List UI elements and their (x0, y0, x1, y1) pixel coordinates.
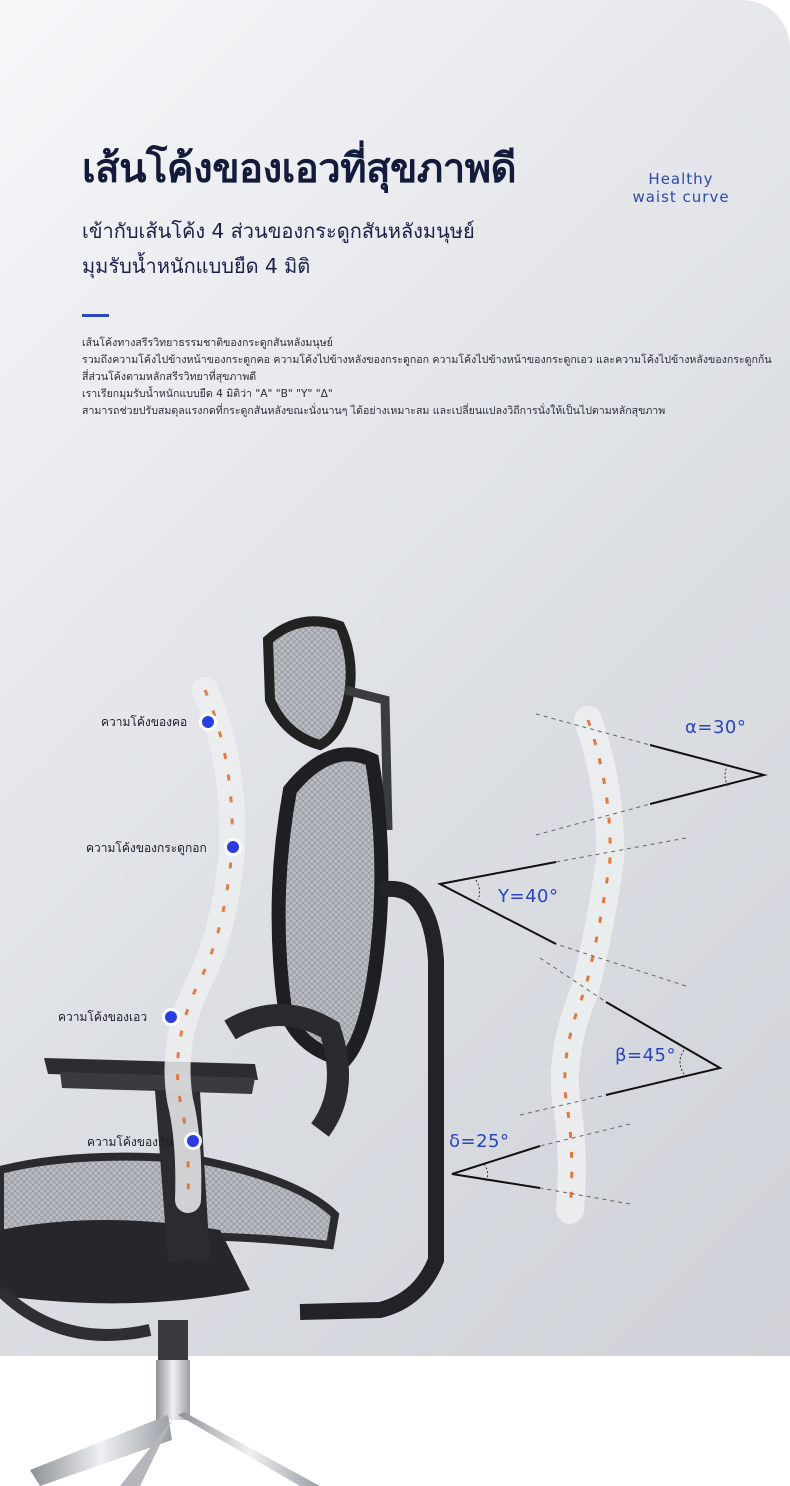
english-tag-line1: Healthy (648, 170, 714, 188)
subtitle-line1: เข้ากับเส้นโค้ง 4 ส่วนของกระดูกสันหลังมน… (82, 219, 475, 243)
description-line2: รวมถึงความโค้งไปข้างหน้าของกระดูกคอ ความ… (82, 354, 772, 366)
label-chest-curve: ความโค้งของกระดูกอก (86, 841, 207, 855)
headrest (262, 616, 393, 831)
subtitle: เข้ากับเส้นโค้ง 4 ส่วนของกระดูกสันหลังมน… (82, 214, 475, 284)
accent-bar (82, 314, 109, 317)
left-spine (164, 677, 246, 1213)
angle-alpha-wedge (535, 713, 768, 836)
angle-gamma-label: Y=40° (498, 886, 559, 907)
floor-area (0, 1356, 790, 1486)
english-tag-line2: waist curve (632, 188, 730, 206)
label-neck-curve: ความโค้งของคอ (101, 715, 188, 729)
chair-base (30, 1320, 320, 1486)
description: เส้นโค้งทางสรีรวิทยาธรรมชาติของกระดูกสัน… (82, 335, 782, 420)
marker-dot-neck (199, 713, 217, 731)
marker-dot-chest (224, 838, 242, 856)
angle-beta-wedge (519, 957, 723, 1116)
angle-delta-wedge (451, 1123, 631, 1205)
marker-dot-waist (162, 1008, 180, 1026)
description-line1: เส้นโค้งทางสรีรวิทยาธรรมชาติของกระดูกสัน… (82, 337, 333, 349)
subtitle-line2: มุมรับน้ำหนักแบบยืด 4 มิติ (82, 254, 311, 278)
background-panel (0, 0, 790, 1356)
label-waist-curve: ความโค้งของเอว (58, 1010, 148, 1024)
description-line3: สี่ส่วนโค้งตามหลักสรีรวิทยาที่สุขภาพดี (82, 371, 257, 383)
description-line5: สามารถช่วยปรับสมดุลแรงกดที่กระดูกสันหลัง… (82, 405, 666, 417)
angle-delta-label: δ=25° (449, 1131, 510, 1152)
angle-beta-label: β=45° (615, 1045, 676, 1066)
marker-dot-hip (184, 1132, 202, 1150)
english-tag: Healthy waist curve (620, 170, 742, 206)
angle-alpha-label: α=30° (685, 717, 747, 738)
label-hip-curve: ความโค้งของก้น (87, 1135, 174, 1149)
page-title: เส้นโค้งของเอวที่สุขภาพดี (82, 146, 517, 192)
description-line4: เราเรียกมุมรับน้ำหนักแบบยืด 4 มิติว่า "A… (82, 388, 333, 400)
right-spine (550, 706, 625, 1224)
backrest (224, 747, 444, 1320)
angle-gamma-wedge (436, 837, 687, 987)
